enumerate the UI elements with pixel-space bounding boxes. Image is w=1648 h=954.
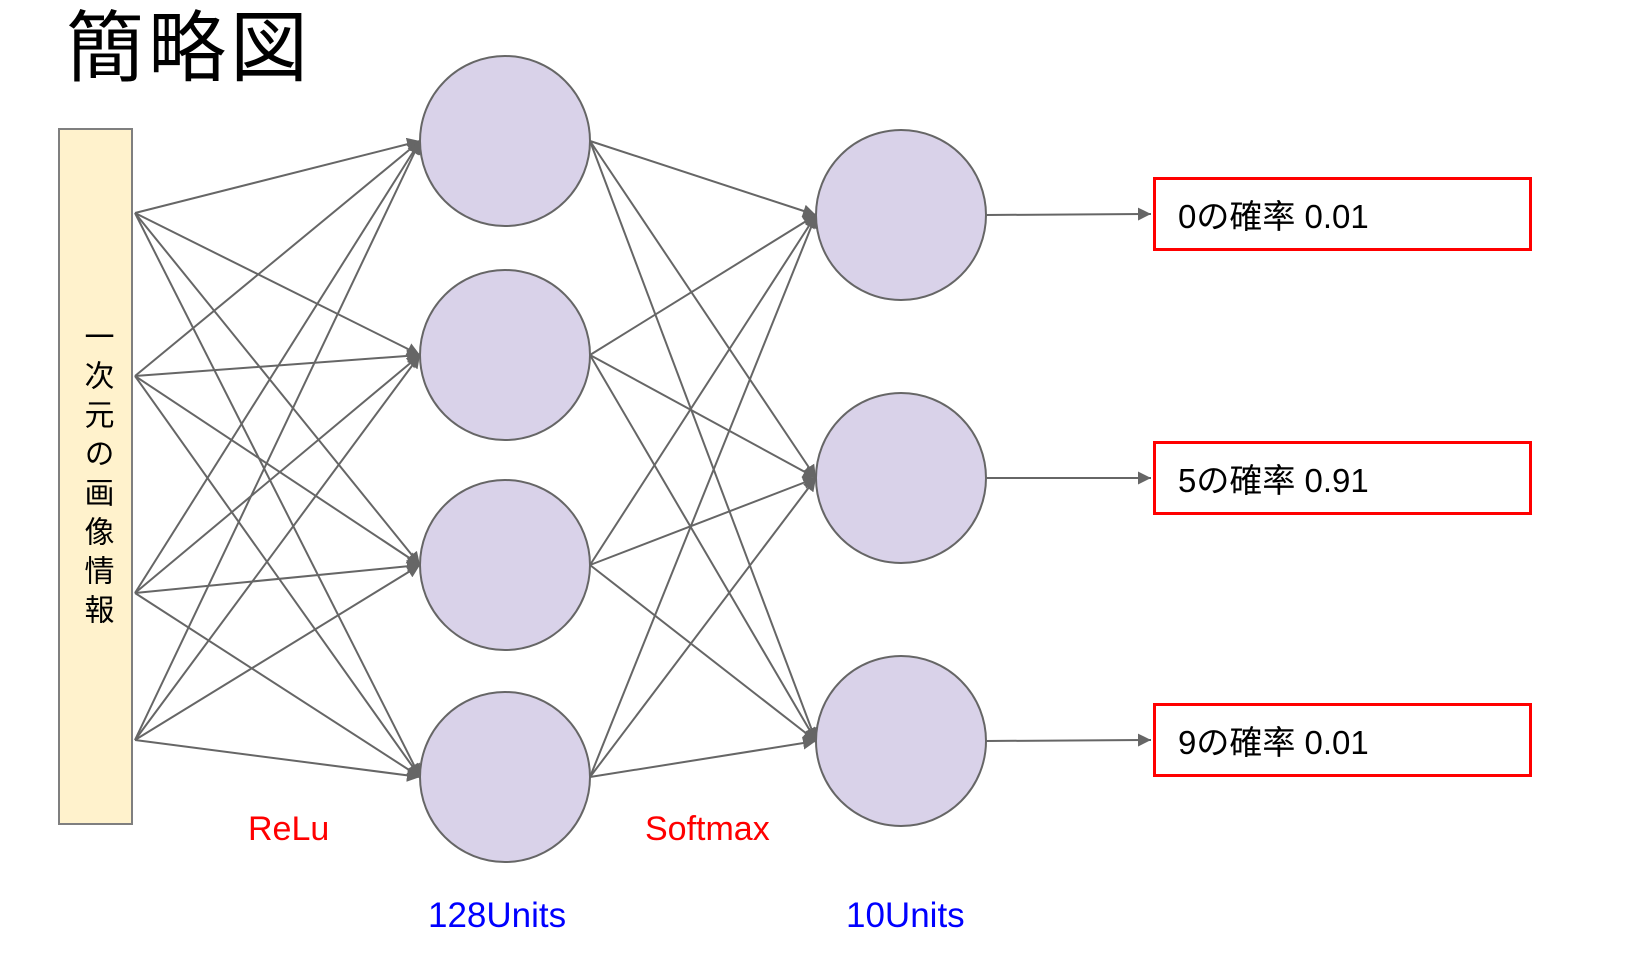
edge-hidden2-output0 bbox=[589, 214, 817, 566]
edge-hidden1-output2 bbox=[589, 354, 817, 742]
hidden-node-2 bbox=[419, 479, 591, 651]
probability-box-0: 0の確率 0.01 bbox=[1153, 177, 1532, 251]
edge-input2-hidden3 bbox=[134, 592, 421, 778]
edge-output0-box0 bbox=[985, 207, 1152, 221]
edge-hidden2-output2 bbox=[589, 564, 817, 742]
output-node-0 bbox=[815, 129, 987, 301]
hidden-node-1 bbox=[419, 269, 591, 441]
edge-hidden0-output1 bbox=[589, 140, 817, 479]
edge-input0-hidden1 bbox=[134, 212, 421, 356]
hidden-node-0 bbox=[419, 55, 591, 227]
edge-input1-hidden2 bbox=[134, 375, 421, 566]
softmax-activation-label: Softmax bbox=[645, 810, 770, 848]
input-layer-rect: 一次元の画像情報 bbox=[58, 128, 133, 825]
hidden-units-label: 128Units bbox=[428, 896, 567, 935]
edge-hidden3-output2 bbox=[589, 736, 817, 778]
edges-layer bbox=[134, 137, 1152, 782]
probability-box-2: 9の確率 0.01 bbox=[1153, 703, 1532, 777]
edge-input2-hidden1 bbox=[134, 354, 421, 594]
edge-input1-hidden3 bbox=[134, 375, 421, 778]
output-node-2 bbox=[815, 655, 987, 827]
edge-input0-hidden2 bbox=[134, 212, 421, 566]
input-layer-label: 一次元の画像情報 bbox=[79, 320, 113, 633]
edge-hidden2-output1 bbox=[589, 476, 817, 566]
edge-input3-hidden0 bbox=[134, 140, 421, 741]
edge-input3-hidden1 bbox=[134, 354, 421, 741]
probability-box-0-label: 0の確率 0.01 bbox=[1178, 198, 1369, 235]
edge-input3-hidden3 bbox=[134, 739, 421, 782]
relu-activation-label: ReLu bbox=[248, 810, 330, 848]
edge-hidden0-output0 bbox=[589, 140, 817, 218]
output-node-1 bbox=[815, 392, 987, 564]
edge-input1-hidden0 bbox=[134, 140, 421, 377]
hidden-node-3 bbox=[419, 691, 591, 863]
probability-box-1: 5の確率 0.91 bbox=[1153, 441, 1532, 515]
probability-box-2-label: 9の確率 0.01 bbox=[1178, 724, 1369, 761]
nodes-layer bbox=[419, 55, 987, 863]
edge-hidden3-output1 bbox=[589, 477, 817, 778]
output-units-label: 10Units bbox=[846, 896, 965, 935]
edge-input2-hidden0 bbox=[134, 140, 421, 594]
edge-hidden1-output1 bbox=[589, 354, 817, 479]
edge-input0-hidden0 bbox=[134, 137, 421, 214]
probability-box-1-label: 5の確率 0.91 bbox=[1178, 462, 1369, 499]
edge-hidden3-output0 bbox=[589, 214, 818, 778]
edge-hidden0-output2 bbox=[589, 140, 818, 742]
edge-hidden1-output0 bbox=[589, 214, 817, 356]
edge-input3-hidden2 bbox=[134, 564, 421, 741]
edge-input2-hidden2 bbox=[134, 559, 421, 594]
edge-input0-hidden3 bbox=[134, 212, 421, 778]
page-title: 簡略図 bbox=[66, 4, 313, 92]
edge-output2-box2 bbox=[985, 733, 1152, 747]
